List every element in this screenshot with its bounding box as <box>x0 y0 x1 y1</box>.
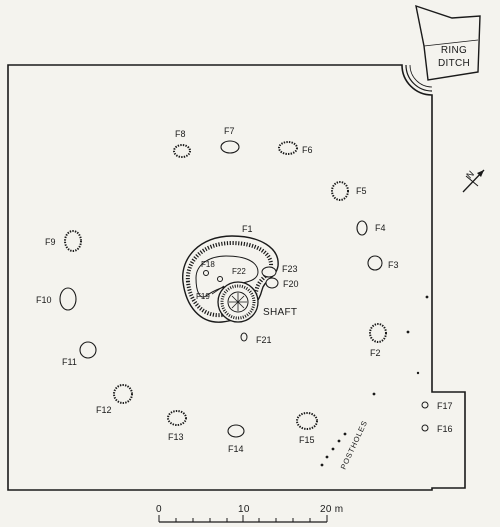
scale-label-0: 0 <box>156 504 162 515</box>
label-F22: F22 <box>232 267 246 276</box>
scale-label-10: 10 <box>238 504 250 515</box>
label-F12: F12 <box>96 405 112 415</box>
label-F7: F7 <box>224 126 235 136</box>
pit-F7 <box>220 140 240 154</box>
pit-F6 <box>278 141 298 155</box>
pit-F10 <box>59 287 77 311</box>
pit-F11 <box>79 341 97 359</box>
label-F9: F9 <box>45 237 56 247</box>
label-F4: F4 <box>375 223 386 233</box>
pit-F8 <box>173 144 191 158</box>
label-F14: F14 <box>228 444 244 454</box>
pit-F2 <box>369 323 387 343</box>
label-F23: F23 <box>282 264 298 274</box>
label-F10: F10 <box>36 295 52 305</box>
pit-F17 <box>421 401 429 409</box>
pit-F3 <box>367 255 383 271</box>
label-F8: F8 <box>175 129 186 139</box>
north-arrow: N <box>462 169 485 193</box>
label-F6: F6 <box>302 145 313 155</box>
ring-ditch-arc <box>405 64 433 92</box>
scale-bar <box>158 515 328 523</box>
label-F2: F2 <box>370 348 381 358</box>
ring-ditch-box-inner <box>423 39 479 47</box>
ring-ditch-arc-2 <box>409 64 433 88</box>
label-F3: F3 <box>388 260 399 270</box>
postholes-label: POSTHOLES <box>339 419 370 471</box>
pit-F9 <box>64 230 82 252</box>
pit-F4 <box>356 220 368 236</box>
label-F13: F13 <box>168 432 184 442</box>
excavation-boundary <box>7 64 466 491</box>
north-label: N <box>464 169 476 181</box>
pit-F16 <box>421 424 429 432</box>
pit-F20 <box>265 277 279 289</box>
pit-F22 <box>217 276 223 282</box>
label-F15: F15 <box>299 435 315 445</box>
pit-F21 <box>240 332 248 342</box>
pit-F23 <box>261 266 277 278</box>
label-F5: F5 <box>356 186 367 196</box>
pit-F5 <box>331 181 349 201</box>
postholes <box>320 295 429 467</box>
central-feature-F1 <box>182 235 279 323</box>
pit-F12 <box>113 384 133 404</box>
shaft-label: SHAFT <box>263 307 297 318</box>
label-F19: F19 <box>196 292 210 301</box>
ring-ditch-label-2: DITCH <box>438 58 470 69</box>
pit-F14 <box>227 424 245 438</box>
pit-F15 <box>296 412 318 430</box>
label-F1: F1 <box>242 224 253 234</box>
label-F17: F17 <box>437 401 453 411</box>
ring-ditch-label-1: RING <box>441 45 467 56</box>
pits <box>59 140 429 438</box>
feature-labels: F8 F7 F6 F5 F4 F3 F2 F1 F9 F10 F11 F12 F… <box>36 126 453 454</box>
label-F16: F16 <box>437 424 453 434</box>
scale-label-20: 20 m <box>320 504 343 515</box>
pit-F13 <box>167 410 187 426</box>
label-F20: F20 <box>283 279 299 289</box>
pit-F18 <box>203 270 209 276</box>
label-F11: F11 <box>62 357 77 367</box>
label-F21: F21 <box>256 335 272 345</box>
label-F18: F18 <box>201 260 215 269</box>
